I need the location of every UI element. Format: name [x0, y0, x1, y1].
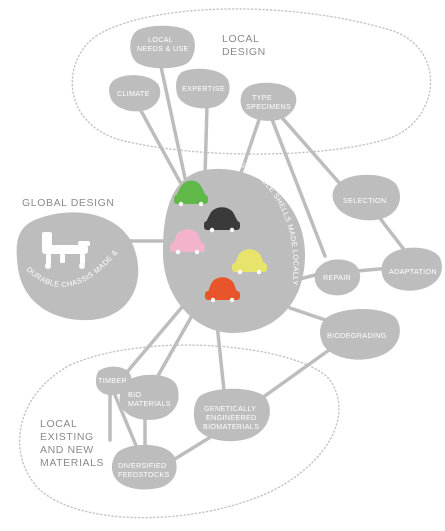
- yellow-shell-icon: [232, 249, 267, 275]
- genetically-engineered-node: GENETICALLY ENGINEERED BIOMATERIALS: [193, 388, 270, 442]
- svg-text:LOCAL: LOCAL: [40, 418, 77, 430]
- svg-text:EXPERTISE: EXPERTISE: [182, 84, 225, 93]
- biodegrading-node: BIODEGRADING: [320, 309, 400, 360]
- black-shell-icon: [204, 207, 240, 233]
- expertise-node: EXPERTISE: [176, 68, 230, 109]
- global-design-node: DURABLE CHASSIS MADE & DISTRIBUTED: [0, 0, 139, 321]
- local-needs-node: LOCAL NEEDS & USE: [130, 25, 195, 69]
- connection-lines: [96, 60, 414, 464]
- bio-materials-node: BIO MATERIALS: [119, 374, 179, 420]
- selection-node: SELECTION: [332, 174, 400, 221]
- svg-text:DIVERSIFIED: DIVERSIFIED: [118, 461, 166, 470]
- green-shell-icon: [174, 180, 208, 207]
- orange-shell-icon: [205, 277, 240, 303]
- svg-text:TIMBER: TIMBER: [98, 376, 127, 385]
- svg-text:SELECTION: SELECTION: [343, 196, 386, 205]
- svg-text:MATERIALS: MATERIALS: [128, 399, 171, 408]
- svg-text:DESIGN: DESIGN: [222, 46, 266, 58]
- svg-text:GENETICALLY: GENETICALLY: [204, 404, 256, 413]
- svg-text:TYPE: TYPE: [252, 93, 272, 102]
- repair-node: REPAIR: [314, 259, 361, 296]
- local-materials-label: LOCAL EXISTING AND NEW MATERIALS: [40, 418, 104, 469]
- svg-text:BIO: BIO: [128, 390, 141, 399]
- svg-text:EXISTING: EXISTING: [40, 431, 94, 443]
- local-design-label: LOCAL DESIGN: [222, 33, 266, 58]
- svg-text:BIOMATERIALS: BIOMATERIALS: [203, 422, 259, 431]
- chassis-icon: [42, 232, 90, 269]
- svg-text:FEEDSTOCKS: FEEDSTOCKS: [118, 470, 170, 479]
- diversified-feedstocks-node: DIVERSIFIED FEEDSTOCKS: [111, 444, 177, 490]
- global-design-label: GLOBAL DESIGN: [22, 197, 115, 209]
- svg-text:ADAPTATION: ADAPTATION: [389, 267, 437, 276]
- type-specimens-node: TYPE SPECIMENS: [240, 82, 297, 121]
- pink-shell-icon: [170, 229, 205, 255]
- svg-text:BIODEGRADING: BIODEGRADING: [327, 331, 387, 340]
- svg-text:AND NEW: AND NEW: [40, 444, 94, 456]
- local-materials-boundary: [19, 344, 340, 519]
- svg-text:ENGINEERED: ENGINEERED: [206, 413, 257, 422]
- svg-text:SPECIMENS: SPECIMENS: [246, 102, 291, 111]
- svg-text:REPAIR: REPAIR: [323, 273, 351, 282]
- svg-text:LOCAL: LOCAL: [222, 33, 259, 45]
- adaptation-node: ADAPTATION: [381, 247, 442, 291]
- hub-node: DEGRADABLE SHELLS MADE LOCALLY: [162, 155, 305, 333]
- svg-text:CLIMATE: CLIMATE: [117, 89, 150, 98]
- svg-text:NEEDS & USE: NEEDS & USE: [137, 44, 189, 53]
- svg-text:MATERIALS: MATERIALS: [40, 457, 104, 469]
- svg-text:LOCAL: LOCAL: [148, 35, 173, 44]
- climate-node: CLIMATE: [109, 75, 161, 112]
- local-design-boundary: [71, 8, 432, 155]
